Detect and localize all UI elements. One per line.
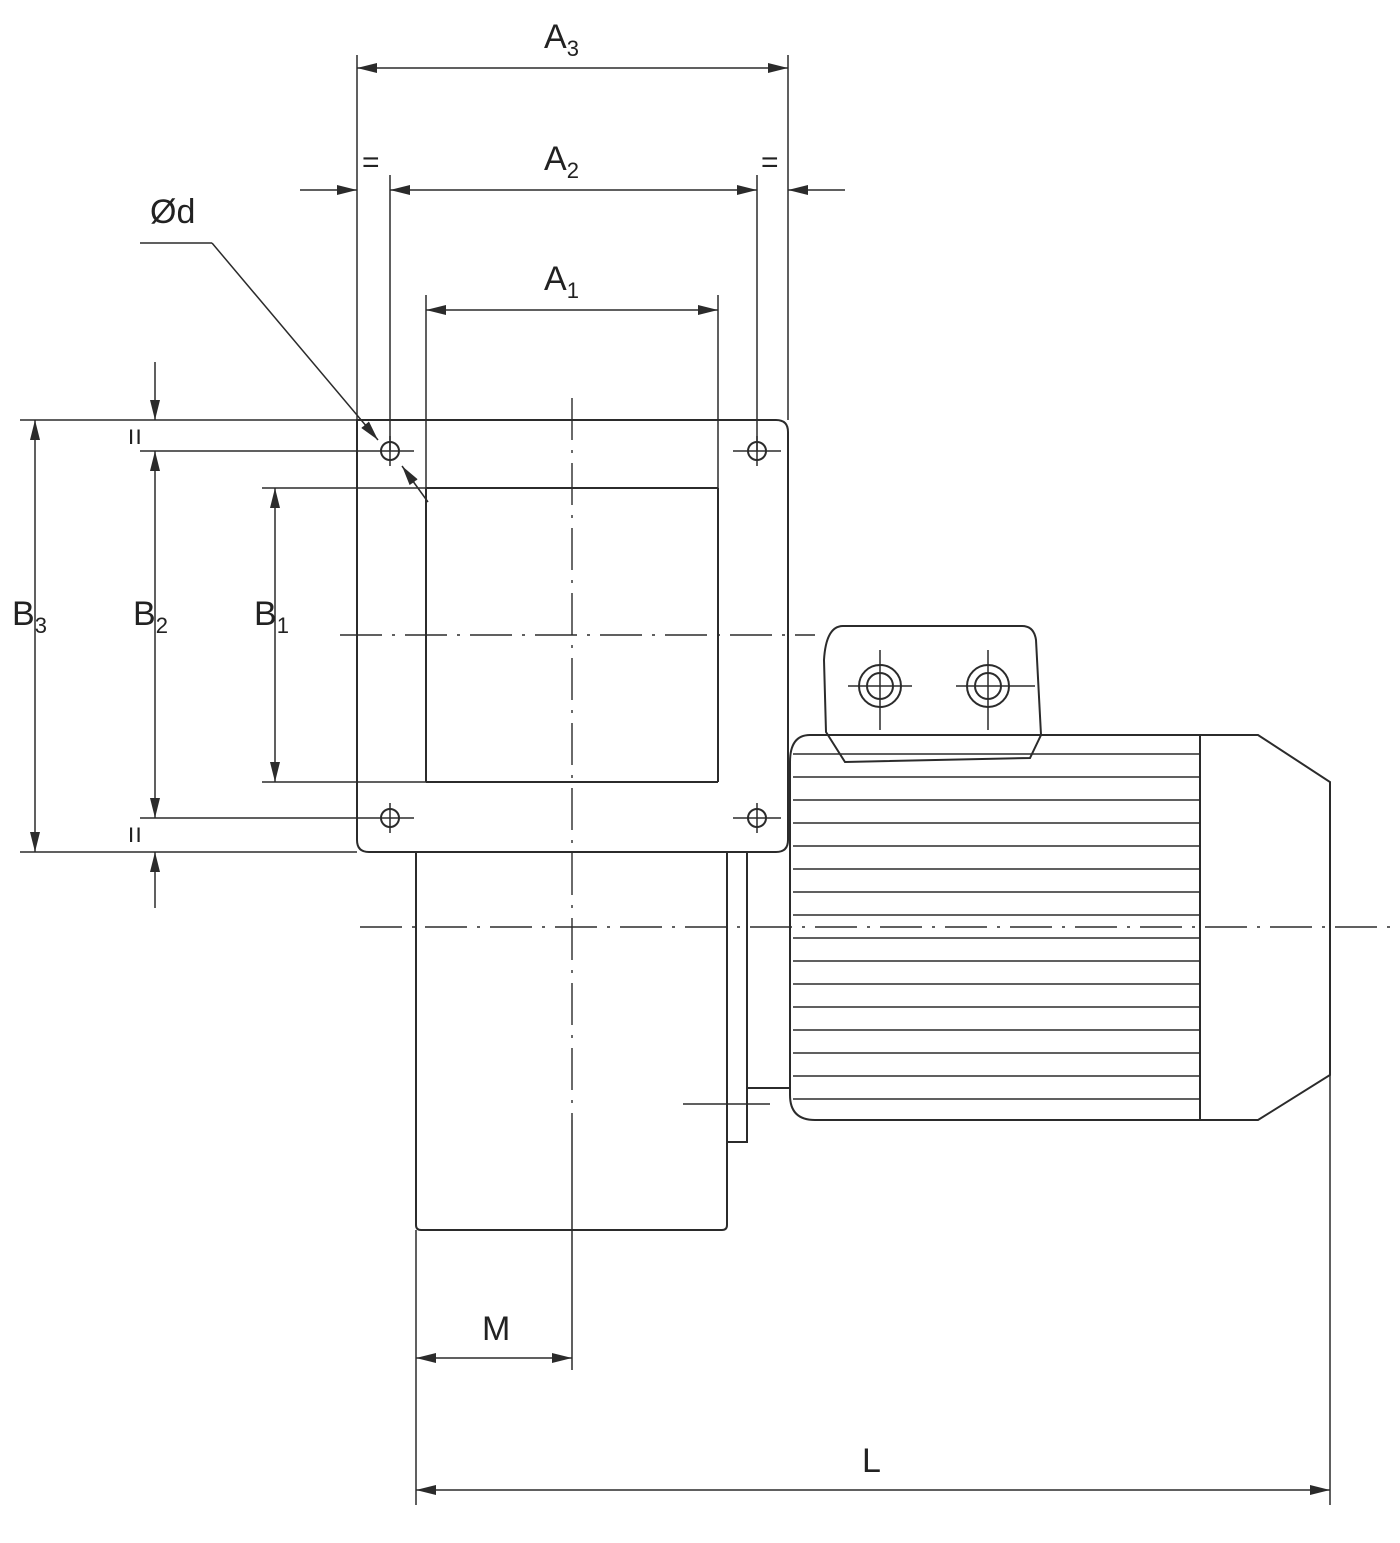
equal-mark-top: =: [118, 428, 151, 446]
dimension-m: M: [416, 1310, 572, 1363]
equal-mark-bottom: =: [118, 826, 151, 844]
dimension-l: L: [416, 1442, 1330, 1495]
svg-text:A3: A3: [544, 18, 579, 61]
dimension-hole-diameter: Ød: [140, 193, 429, 503]
svg-text:B1: B1: [254, 595, 289, 638]
dimension-b3: B3: [12, 420, 47, 852]
svg-text:B3: B3: [12, 595, 47, 638]
extension-lines: [20, 55, 1331, 1505]
svg-text:A2: A2: [544, 140, 579, 183]
terminal-box: [822, 625, 1043, 764]
dimension-a2: A2 = =: [300, 140, 845, 195]
flange-plate: [356, 419, 789, 853]
motor-cooling-fins: [793, 753, 1200, 1100]
equal-mark-left: =: [362, 146, 380, 179]
dimension-b2: B2 = =: [118, 362, 168, 908]
cable-gland-icon: [848, 650, 912, 730]
svg-text:M: M: [482, 1310, 510, 1348]
dimension-b1: B1: [254, 488, 289, 782]
mounting-hole-icon: [366, 803, 414, 833]
dimension-a1: A1: [426, 260, 718, 315]
mounting-hole-icon: [733, 803, 781, 833]
fan-body: [415, 851, 790, 1231]
centerlines: [340, 398, 1390, 1120]
svg-text:Ød: Ød: [150, 193, 195, 231]
equal-mark-right: =: [761, 146, 779, 179]
svg-text:A1: A1: [544, 260, 579, 303]
svg-text:B2: B2: [133, 595, 168, 638]
dimension-a3: A3: [357, 18, 788, 73]
cable-gland-icon: [956, 650, 1035, 730]
svg-text:L: L: [862, 1442, 881, 1480]
motor-body: [789, 734, 1331, 1121]
